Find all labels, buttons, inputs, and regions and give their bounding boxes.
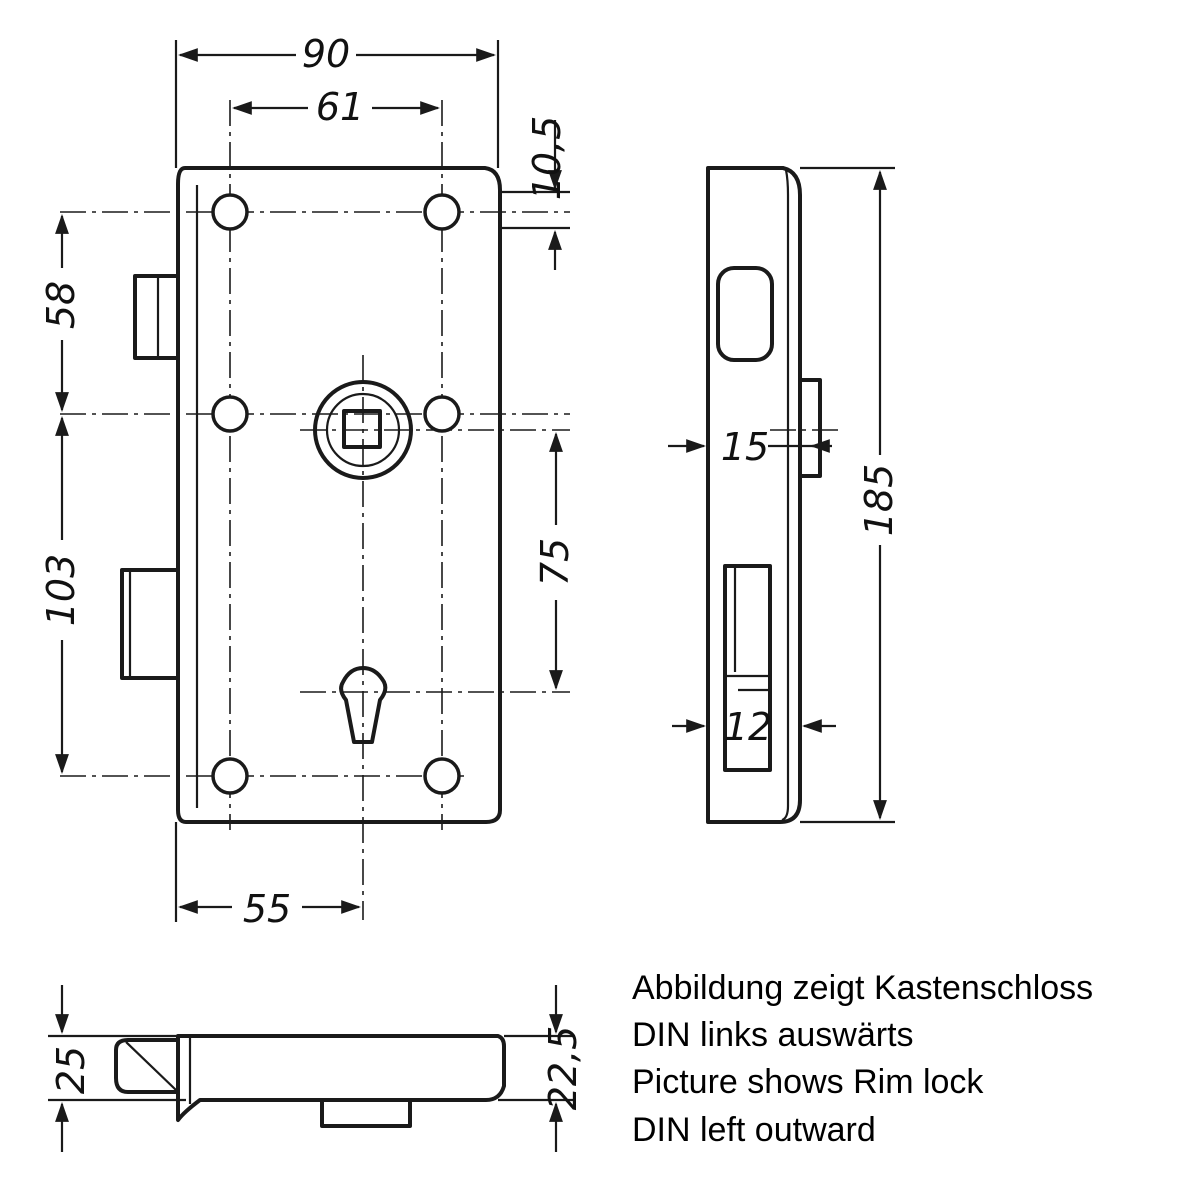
follower-stub (798, 378, 822, 478)
dimension-12: 12 (672, 705, 836, 749)
dim-label-103: 103 (39, 554, 83, 627)
bolt-window (723, 564, 772, 772)
keyhole (339, 666, 388, 744)
dim-label-25: 25 (49, 1046, 93, 1094)
top-follower-stub (320, 1098, 412, 1128)
dimension-55: 55 (174, 822, 361, 931)
screw-hole-top-right (423, 193, 461, 231)
dimension-10-5: 10,5 (500, 116, 570, 270)
dim-label-12: 12 (724, 705, 772, 749)
screw-hole-bottom-left (211, 757, 249, 795)
dimension-58: 58 (39, 214, 83, 412)
screw-hole-bottom-right (423, 757, 461, 795)
dimension-25: 25 (48, 985, 186, 1152)
caption-line-1: Abbildung zeigt Kastenschloss (632, 969, 1094, 1007)
side-case-outline (706, 166, 802, 824)
side-view: 15 12 185 (668, 166, 901, 824)
dimension-103: 103 (39, 416, 83, 774)
dim-label-22-5: 22,5 (541, 1026, 585, 1111)
lock-case-outline (176, 166, 502, 824)
dim-label-55: 55 (243, 887, 291, 931)
dimension-185: 185 (800, 166, 901, 824)
dim-label-185: 185 (857, 464, 901, 537)
screw-hole-top-left (211, 193, 249, 231)
screw-hole-mid-left (211, 395, 249, 433)
latch-bolt (133, 274, 180, 360)
top-bolt (114, 1038, 180, 1094)
dimension-22-5: 22,5 (498, 985, 585, 1152)
screw-hole-mid-right (423, 395, 461, 433)
dimension-90: 90 (174, 32, 500, 168)
top-view: 25 22,5 (48, 985, 585, 1152)
dim-label-15: 15 (721, 425, 769, 469)
dead-bolt (120, 568, 180, 680)
dimension-15: 15 (668, 425, 832, 469)
caption-line-4: DIN left outward (632, 1111, 876, 1149)
dim-label-90: 90 (302, 32, 350, 76)
caption-line-2: DIN links auswärts (632, 1016, 914, 1054)
dimension-61: 61 (232, 85, 440, 129)
dim-label-75: 75 (533, 538, 577, 586)
dim-label-61: 61 (316, 85, 364, 129)
caption-line-3: Picture shows Rim lock (632, 1063, 984, 1101)
latch-slot (716, 266, 774, 362)
dim-label-58: 58 (39, 281, 83, 329)
dimension-75: 75 (533, 432, 577, 690)
front-view: 90 61 10,5 58 103 (39, 32, 577, 931)
spindle-follower (313, 380, 413, 480)
top-case-outline (176, 1034, 506, 1122)
dim-label-10-5: 10,5 (525, 116, 569, 201)
